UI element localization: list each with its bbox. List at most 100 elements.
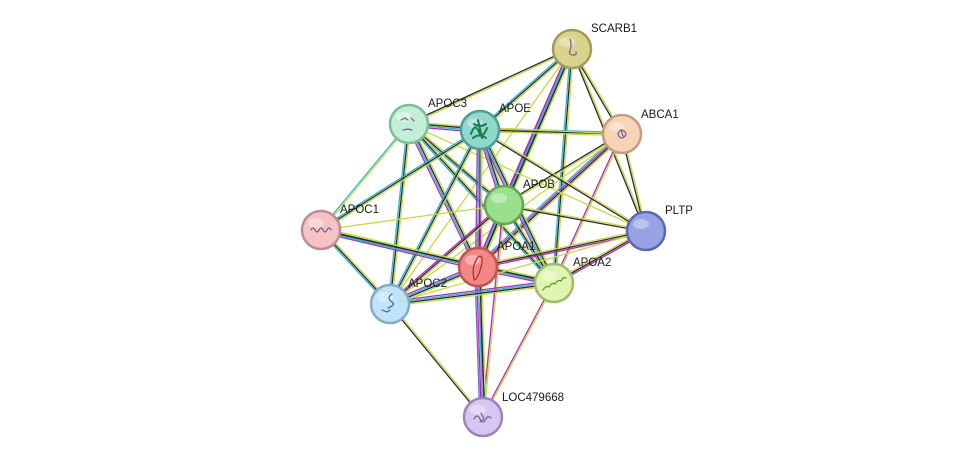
edge-apoa2-loc479668[interactable]: [481, 281, 556, 419]
node-circle[interactable]: [369, 283, 411, 325]
edge-line-textmining: [554, 48, 575, 284]
node-apoc3[interactable]: APOC3: [388, 98, 467, 145]
edge-line-database: [387, 128, 480, 304]
edge-line-textmining: [479, 128, 648, 231]
edge-line-coexpression: [478, 130, 647, 233]
edge-line-textmining: [477, 228, 647, 267]
edge-line-experiments: [389, 279, 555, 303]
edge-line-coexpression: [408, 123, 505, 206]
edge-line-textmining: [389, 284, 555, 308]
edge-line-textmining: [483, 282, 556, 419]
edge-apoe-apoc1[interactable]: [319, 127, 482, 233]
node-apoc2[interactable]: APOC2: [369, 278, 447, 325]
edge-line-textmining: [390, 123, 412, 305]
edge-scarb1-apoe[interactable]: [478, 47, 574, 132]
protein-structure-icon: [472, 255, 483, 281]
edge-line-coexpression: [389, 283, 555, 306]
edge-apoa2-apoc2[interactable]: [389, 279, 555, 308]
node-label: ABCA1: [641, 109, 679, 121]
protein-structure-icon: [470, 119, 488, 139]
node-label: LOC479668: [502, 392, 564, 404]
node-highlight: [559, 37, 575, 47]
node-apoe[interactable]: APOE: [459, 103, 531, 151]
edge-line-textmining: [390, 205, 506, 306]
node-label: APOA2: [573, 257, 611, 269]
node-abca1[interactable]: ABCA1: [601, 109, 679, 155]
edge-line-textmining: [320, 204, 505, 231]
node-apoc1[interactable]: APOC1: [300, 204, 379, 251]
edge-line-database: [387, 123, 409, 305]
protein-structure-icon: [400, 117, 415, 131]
edge-apoc2-loc479668[interactable]: [388, 302, 485, 419]
edge-scarb1-apoc3[interactable]: [408, 47, 573, 126]
edge-apob-loc479668[interactable]: [481, 204, 506, 418]
edge-apoc2-pltp[interactable]: [389, 230, 647, 305]
node-loc479668[interactable]: LOC479668: [462, 392, 564, 438]
edge-line-experiments: [481, 281, 554, 418]
node-circle[interactable]: [551, 28, 593, 70]
edge-line-coexpression: [320, 129, 481, 231]
node-highlight: [633, 219, 649, 229]
node-highlight: [470, 405, 486, 415]
edge-abca1-apoa2[interactable]: [552, 133, 624, 284]
protein-structure-icon: [542, 276, 567, 291]
edge-line-experiments: [388, 203, 504, 304]
edge-line-database: [551, 48, 572, 284]
node-label: APOA1: [497, 241, 535, 253]
node-circle[interactable]: [483, 184, 525, 226]
node-label: SCARB1: [591, 23, 637, 35]
edge-line-database: [407, 123, 478, 269]
edge-line-textmining: [408, 49, 573, 126]
node-highlight: [541, 271, 557, 281]
edge-line-textmining: [409, 122, 506, 205]
node-circle[interactable]: [300, 209, 342, 251]
edge-line-experiments: [474, 129, 479, 268]
protein-structure-icon: [381, 293, 394, 313]
edge-line-textmining: [478, 135, 625, 270]
edge-line-coexpression: [388, 303, 484, 419]
node-pltp[interactable]: PLTP: [625, 205, 693, 252]
edge-apoc3-apoc1[interactable]: [319, 122, 411, 232]
edge-scarb1-apoa2[interactable]: [551, 48, 575, 284]
edge-line-coexpression: [389, 123, 410, 305]
node-highlight: [308, 218, 324, 228]
edge-line-experiments: [406, 124, 477, 269]
edge-line-coexpression: [389, 129, 481, 305]
edges-layer: [319, 47, 648, 419]
edge-apoe-pltp[interactable]: [478, 128, 648, 233]
edge-apob-pltp[interactable]: [503, 203, 647, 233]
node-label: APOB: [523, 179, 555, 191]
edge-apoc3-pltp[interactable]: [408, 123, 647, 232]
edge-line-textmining: [554, 133, 624, 284]
node-circle[interactable]: [625, 210, 667, 252]
edge-abca1-apob[interactable]: [502, 132, 624, 207]
edge-line-textmining: [503, 134, 624, 207]
node-scarb1[interactable]: SCARB1: [551, 23, 637, 70]
node-apoa2[interactable]: APOA2: [533, 257, 611, 304]
node-circle[interactable]: [388, 103, 430, 145]
node-apob[interactable]: APOB: [483, 179, 555, 226]
edge-line-coexpression: [503, 205, 647, 233]
node-label: APOC3: [428, 98, 467, 110]
edge-line-coexpression: [408, 47, 573, 124]
node-highlight: [491, 193, 507, 203]
node-circle[interactable]: [457, 246, 499, 288]
edge-line-textmining: [320, 123, 411, 232]
edge-apoc3-apoc2[interactable]: [387, 123, 412, 305]
edge-apob-apoc1[interactable]: [320, 204, 505, 231]
edge-line-textmining: [390, 130, 483, 306]
edge-line-textmining: [389, 302, 485, 418]
edge-line-database: [478, 47, 572, 130]
node-apoa1[interactable]: APOA1: [457, 241, 535, 288]
edge-abca1-apoe[interactable]: [479, 127, 623, 137]
edge-line-coexpression: [477, 230, 647, 268]
edge-apob-apoc2[interactable]: [388, 203, 506, 306]
edge-line-textmining: [408, 123, 647, 232]
edge-line-database: [319, 122, 410, 231]
edge-line-textmining: [479, 130, 623, 137]
protein-structure-icon: [310, 227, 332, 233]
node-label: APOC1: [340, 204, 379, 216]
edge-apoe-apoc2[interactable]: [387, 128, 483, 306]
